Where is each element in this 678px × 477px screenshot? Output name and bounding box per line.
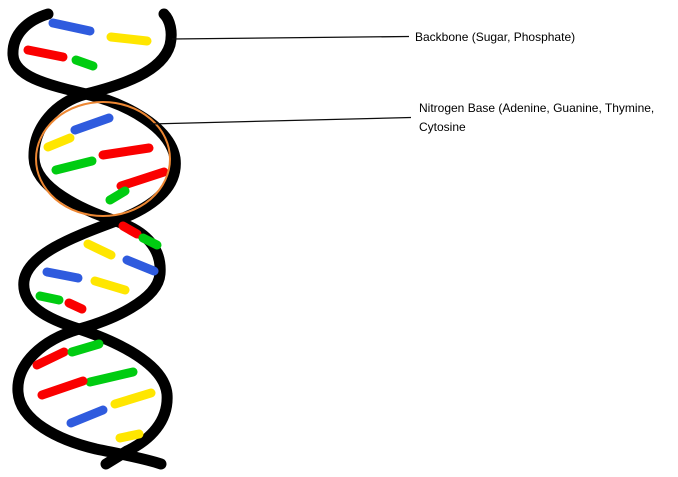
nitrogen-base-bar: [105, 186, 130, 205]
nitrogen-base-bar: [67, 339, 104, 357]
nitrogen-base-bar: [116, 167, 169, 191]
nitrogen-base-label-line1: Nitrogen Base (Adenine, Guanine, Thymine…: [419, 101, 655, 115]
nitrogen-base-bar: [66, 405, 108, 428]
nitrogen-base-bar: [106, 32, 152, 46]
nitrogen-base-bar: [90, 276, 130, 295]
nitrogen-base-bar: [138, 233, 162, 250]
nitrogen-base-bar: [85, 367, 138, 387]
nitrogen-base-label-line2: Cytosine: [419, 120, 466, 134]
nitrogen-base-bar: [122, 255, 159, 276]
nitrogen-base-bar: [83, 239, 116, 260]
nitrogen-base-bar: [70, 113, 114, 135]
leader-line-backbone: [171, 35, 410, 40]
backbone-label-text: Backbone (Sugar, Phosphate): [415, 30, 576, 44]
nitrogen-base-bar: [51, 156, 97, 175]
nitrogen-base-bar: [37, 376, 88, 400]
annotation-layer: [35, 35, 412, 217]
nitrogen-base-bar: [43, 133, 75, 152]
nitrogen-base-bar: [64, 298, 87, 314]
nitrogen-base-bar: [110, 388, 156, 409]
nitrogen-base-bar: [32, 347, 69, 370]
nitrogen-base-bars: [23, 18, 169, 443]
nitrogen-base-bar: [23, 45, 68, 62]
highlight-circle: [35, 101, 171, 217]
nitrogen-base-bar: [98, 143, 154, 160]
nitrogen-base-label: Nitrogen Base (Adenine, Guanine, Thymine…: [419, 99, 654, 137]
nitrogen-base-bar: [48, 18, 95, 36]
backbone-label: Backbone (Sugar, Phosphate): [415, 28, 575, 47]
leader-line-nitrogen-base: [149, 116, 412, 125]
nitrogen-base-bar: [118, 221, 142, 239]
nitrogen-base-bar: [35, 291, 64, 305]
nitrogen-base-bar: [115, 429, 144, 443]
nitrogen-base-bar: [42, 267, 83, 283]
nitrogen-base-bar: [71, 55, 98, 71]
